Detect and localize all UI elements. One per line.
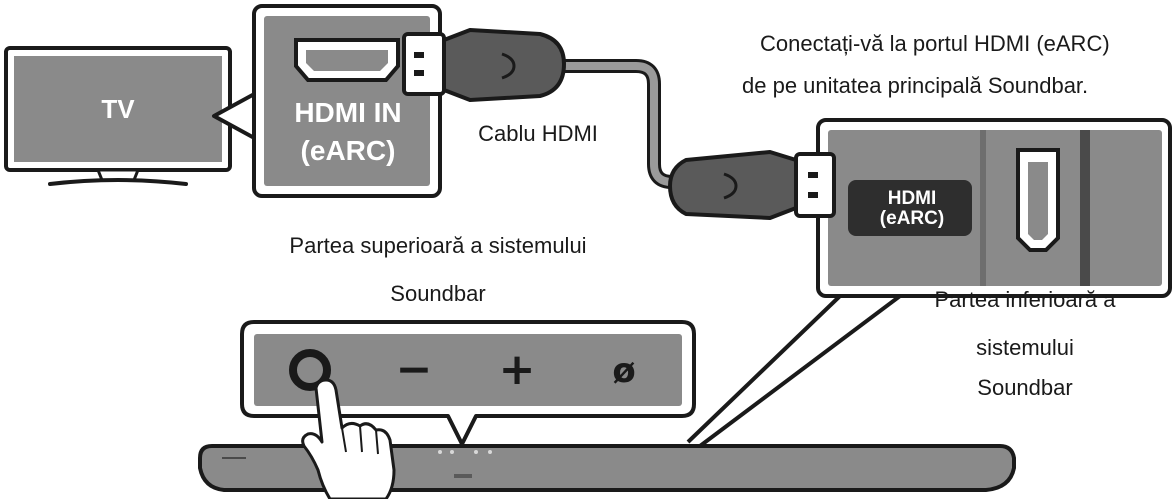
hdmi-plug-icon <box>668 150 836 220</box>
hdmi-port-icon <box>1016 148 1060 252</box>
top-caption-line-1: Partea superioară a sistemului <box>289 233 587 258</box>
bottom-port-panel: HDMI (eARC) <box>816 118 1172 298</box>
hdmi-in-panel: HDMI IN (eARC) <box>252 4 442 198</box>
top-panel-callout <box>240 320 696 446</box>
cable-label: Cablu HDMI <box>478 121 598 146</box>
mic-button: ø <box>612 351 635 391</box>
bottom-caption-line-2: sistemului <box>976 335 1074 360</box>
bottom-caption-line-3: Soundbar <box>977 375 1073 400</box>
hand-pointer-icon <box>301 378 396 499</box>
bottom-port-earc-label: (eARC) <box>880 208 944 229</box>
instruction-line-1: Conectați-vă la portul HDMI (eARC) <box>760 31 1110 56</box>
hdmi-in-earc-label: (eARC) <box>301 135 396 166</box>
instruction-line-2: de pe unitatea principală Soundbar. <box>742 73 1089 98</box>
bottom-port-hdmi-label: HDMI <box>888 188 937 209</box>
hdmi-plug-icon <box>402 28 566 102</box>
tv-illustration: TV <box>4 46 232 186</box>
tv-callout-pointer <box>212 90 259 142</box>
volume-down-button: − <box>396 344 433 395</box>
soundbar-illustration <box>198 444 1016 492</box>
tv-label: TV <box>101 94 135 124</box>
power-button-icon <box>289 349 331 391</box>
bottom-caption-line-1: Partea inferioară a <box>934 287 1116 312</box>
hdmi-port-icon <box>294 38 400 82</box>
port-callout-lines <box>686 294 902 448</box>
volume-up-button: + <box>499 344 536 395</box>
top-caption-line-2: Soundbar <box>390 281 486 306</box>
hdmi-in-label: HDMI IN <box>294 97 401 128</box>
